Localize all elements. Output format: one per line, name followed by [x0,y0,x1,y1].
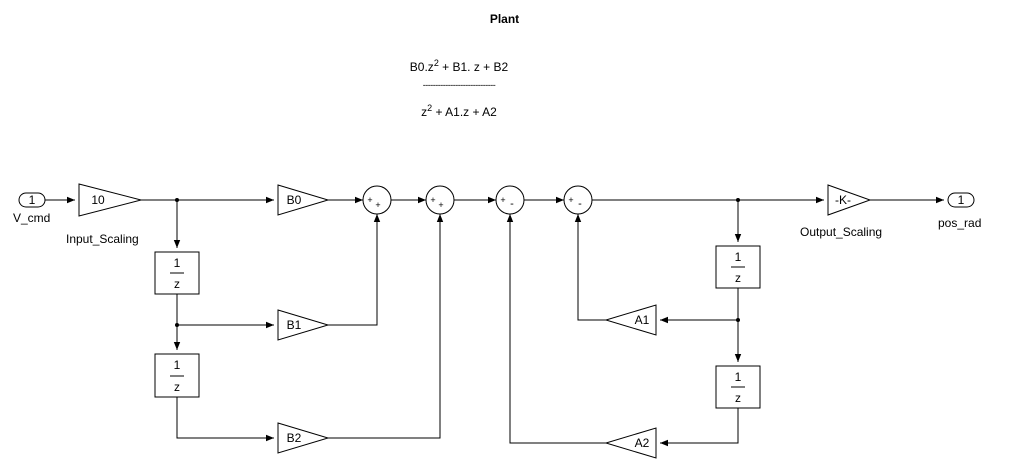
sum-sign: + [500,195,505,205]
inport-number: 1 [29,193,36,207]
output-scaling-gain[interactable]: -K- [827,184,872,216]
input-scaling-value: 10 [91,193,105,207]
sum-sign: - [510,198,514,210]
signal-a2-to-sum-3[interactable] [506,214,606,444]
gain-a2[interactable]: A2 [604,427,657,459]
delay-denominator: z [735,271,741,285]
outport-pos-rad[interactable]: 1 [947,192,975,208]
gain-b1[interactable]: B1 [277,309,330,341]
outport-number: 1 [958,193,965,207]
gain-b2[interactable]: B2 [277,422,330,454]
sum-sign: + [430,195,435,205]
denominator-term: z [421,105,428,119]
sum-1[interactable]: + + [362,185,392,215]
gain-a1[interactable]: A1 [604,304,657,336]
signal-delay-4-to-a2[interactable] [660,408,739,447]
sum-4[interactable]: + - [563,185,593,215]
input-scaling-gain[interactable]: 10 [78,183,142,217]
output-scaling-value: -K- [835,193,851,207]
sum-2[interactable]: + + [425,185,455,215]
signal-delay-2-to-b2[interactable] [176,397,274,442]
gain-b0[interactable]: B0 [277,184,330,216]
numerator-rest: + B1. z + B2 [438,60,509,74]
transfer-function-denominator: z2 + A1.z + A2 [384,103,534,119]
sum-sign: + [375,200,380,210]
numerator-exponent: 2 [433,58,439,68]
gain-b2-label: B2 [287,431,302,445]
signal-b1-to-sum-1[interactable] [328,214,381,326]
unit-delay-4[interactable]: 1 z [715,365,761,409]
delay-denominator: z [735,391,741,405]
sum-sign: + [438,200,443,210]
delay-numerator: 1 [174,358,181,372]
numerator-term: B0.z [409,60,434,74]
sum-3[interactable]: + - [495,185,525,215]
delay-numerator: 1 [735,250,742,264]
plant-title: Plant [489,12,520,26]
unit-delay-3[interactable]: 1 z [715,245,761,289]
sum-sign: - [578,198,582,210]
gain-b1-label: B1 [287,318,302,332]
output-scaling-name: Output_Scaling [800,225,882,239]
sum-sign: + [367,195,372,205]
gain-b0-label: B0 [287,193,302,207]
unit-delay-2[interactable]: 1 z [154,353,200,398]
gain-a2-label: A2 [635,436,650,450]
delay-denominator: z [174,277,180,291]
inport-name: V_cmd [13,211,50,225]
denominator-exponent: 2 [427,103,433,113]
delay-numerator: 1 [174,256,181,270]
delay-numerator: 1 [735,370,742,384]
transfer-function-divider: ----------------------------- [422,80,496,90]
signal-a1-to-sum-4[interactable] [574,214,606,321]
sum-sign: + [568,195,573,205]
input-scaling-name: Input_Scaling [66,232,139,246]
transfer-function-numerator: B0.z2 + B1. z + B2 [384,58,534,74]
denominator-rest: + A1.z + A2 [432,105,497,119]
gain-a1-label: A1 [635,313,650,327]
inport-v-cmd[interactable]: 1 [18,192,46,208]
outport-name: pos_rad [938,216,981,230]
unit-delay-1[interactable]: 1 z [154,251,200,295]
delay-denominator: z [174,380,180,394]
signal-b2-to-sum-2[interactable] [328,214,444,439]
